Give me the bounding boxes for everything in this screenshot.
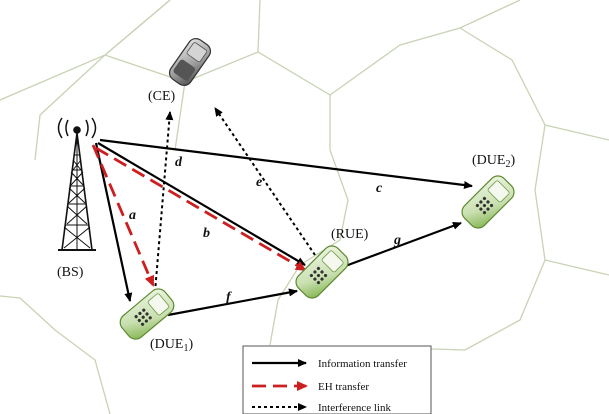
bs-label: (BS) (57, 265, 84, 280)
base-station-tower-icon (57, 117, 97, 251)
information-links (94, 138, 473, 317)
hexagon-border (299, 149, 349, 266)
link-b-letter: b (203, 226, 210, 241)
link-e-letter: e (256, 175, 262, 190)
ce-label: (CE) (148, 89, 176, 104)
hexagon-border (329, 0, 521, 96)
link-e-line (214, 107, 316, 256)
rue-label: (RUE) (331, 227, 369, 242)
interference-links (154, 107, 316, 293)
hexagon-border (544, 259, 609, 276)
link-f-line (167, 288, 298, 317)
due2-label-close: ) (510, 153, 515, 168)
due2-label: (DUE2) (472, 153, 515, 170)
hexagon-border (0, 295, 111, 414)
link-d-letter: d (175, 155, 183, 170)
hexagon-border (184, 51, 331, 150)
link-a-line (94, 142, 133, 302)
legend-eh-label: EH transfer (318, 381, 369, 393)
link-c-letter: c (376, 181, 383, 196)
due2-phone-icon (461, 175, 515, 229)
due1-label-close: ) (188, 337, 193, 352)
ce-phone-icon (168, 37, 212, 87)
legend-information-label: Information transfer (318, 358, 407, 370)
legend-box (242, 345, 432, 414)
hexagon-border (269, 264, 301, 346)
link-d-line (154, 111, 174, 293)
link-f-letter: f (226, 290, 232, 305)
hexagon-border (399, 189, 546, 351)
legend: Information transfer EH transfer Interfe… (242, 345, 432, 414)
link-g-letter: g (393, 233, 401, 248)
eh-to-due1-line (91, 144, 155, 287)
due1-label: (DUE1) (150, 337, 193, 354)
hexagon-border (103, 0, 186, 151)
hexagon-border (544, 124, 609, 141)
link-a-letter: a (129, 208, 136, 223)
link-g-line (339, 221, 462, 270)
due1-phone-icon (119, 288, 175, 340)
hexagon-border (257, 0, 261, 53)
due1-label-main: (DUE (150, 337, 183, 352)
due2-label-subscript: 2 (505, 159, 510, 170)
eh-links (91, 144, 307, 287)
eh-to-rue-line (95, 146, 307, 272)
link-c-line (99, 138, 473, 189)
hexagon-border (0, 0, 171, 101)
link-b-line (97, 142, 306, 266)
due1-label-subscript: 1 (183, 343, 188, 354)
hexagon-border (34, 54, 106, 161)
due2-label-main: (DUE (472, 153, 505, 168)
hexagon-border (459, 27, 546, 191)
rue-phone-icon (295, 245, 349, 299)
legend-interference-label: Interference link (318, 402, 391, 414)
